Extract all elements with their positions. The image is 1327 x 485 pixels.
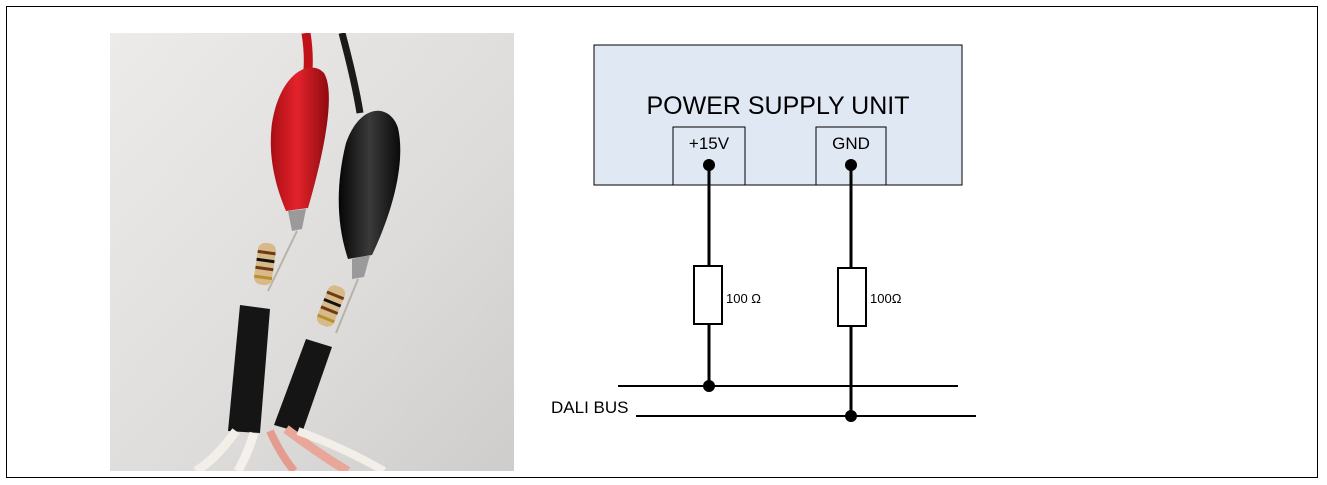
figure-frame (6, 6, 1318, 478)
resistor-left-photo (253, 242, 276, 286)
resistor-right-value: 100Ω (870, 291, 902, 306)
terminal-ground-label: GND (832, 134, 870, 153)
resistor-left-value: 100 Ω (726, 291, 761, 306)
red-clip-shape (270, 67, 329, 211)
test-leads-photo (110, 33, 514, 471)
black-clip-shape (338, 110, 401, 259)
bus-label: DALI BUS (551, 398, 628, 417)
resistor-right-photo (316, 285, 346, 327)
power-supply-box (593, 44, 963, 186)
resistor-right (837, 267, 867, 327)
resistor-left (693, 265, 723, 325)
psu-title: POWER SUPPLY UNIT (646, 92, 909, 120)
terminal-positive-label: +15V (689, 134, 730, 153)
